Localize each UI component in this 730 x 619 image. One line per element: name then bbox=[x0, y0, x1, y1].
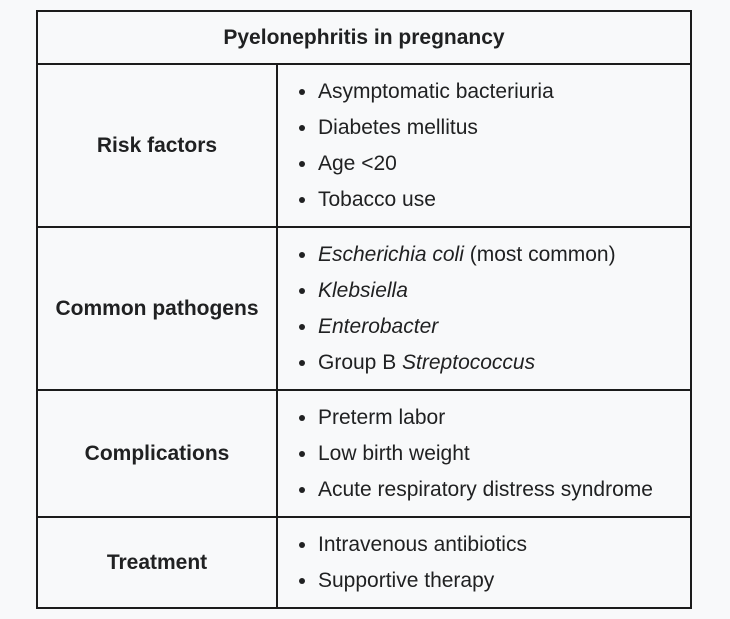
bullet-list: Asymptomatic bacteriuria Diabetes mellit… bbox=[278, 74, 690, 218]
table-row-complications: Complications Preterm labor Low birth we… bbox=[36, 389, 692, 518]
list-item: Escherichia coli (most common) bbox=[318, 237, 690, 273]
row-items-risk-factors: Asymptomatic bacteriuria Diabetes mellit… bbox=[276, 63, 692, 228]
list-item: Low birth weight bbox=[318, 436, 690, 472]
item-italic-text: Streptococcus bbox=[402, 350, 536, 374]
item-text: Acute respiratory distress syndrome bbox=[318, 477, 653, 501]
item-text: Tobacco use bbox=[318, 187, 436, 211]
table-header-row: Pyelonephritis in pregnancy bbox=[36, 10, 692, 65]
item-italic-text: Klebsiella bbox=[318, 278, 408, 302]
item-text: Age <20 bbox=[318, 151, 397, 175]
table-row-common-pathogens: Common pathogens Escherichia coli (most … bbox=[36, 226, 692, 391]
list-item: Diabetes mellitus bbox=[318, 110, 690, 146]
table-title: Pyelonephritis in pregnancy bbox=[36, 10, 692, 65]
item-italic-text: Enterobacter bbox=[318, 314, 439, 338]
item-italic-text: Escherichia coli bbox=[318, 242, 464, 266]
list-item: Group B Streptococcus bbox=[318, 345, 690, 381]
row-label-common-pathogens: Common pathogens bbox=[36, 226, 278, 391]
item-text: Low birth weight bbox=[318, 441, 470, 465]
row-label-complications: Complications bbox=[36, 389, 278, 518]
list-item: Intravenous antibiotics bbox=[318, 527, 690, 563]
list-item: Age <20 bbox=[318, 146, 690, 182]
item-text: Preterm labor bbox=[318, 405, 446, 429]
bullet-list: Intravenous antibiotics Supportive thera… bbox=[278, 527, 690, 599]
list-item: Enterobacter bbox=[318, 309, 690, 345]
item-text: Group B bbox=[318, 350, 403, 374]
item-text: Supportive therapy bbox=[318, 568, 495, 592]
item-text: (most common) bbox=[463, 242, 616, 266]
bullet-list: Preterm labor Low birth weight Acute res… bbox=[278, 400, 690, 508]
row-label-risk-factors: Risk factors bbox=[36, 63, 278, 228]
table-row-treatment: Treatment Intravenous antibiotics Suppor… bbox=[36, 516, 692, 609]
infobox-table: Pyelonephritis in pregnancy Risk factors… bbox=[36, 10, 692, 609]
list-item: Klebsiella bbox=[318, 273, 690, 309]
row-label-treatment: Treatment bbox=[36, 516, 278, 609]
item-text: Asymptomatic bacteriuria bbox=[318, 79, 554, 103]
row-items-treatment: Intravenous antibiotics Supportive thera… bbox=[276, 516, 692, 609]
item-text: Diabetes mellitus bbox=[318, 115, 478, 139]
list-item: Tobacco use bbox=[318, 182, 690, 218]
list-item: Preterm labor bbox=[318, 400, 690, 436]
table-row-risk-factors: Risk factors Asymptomatic bacteriuria Di… bbox=[36, 63, 692, 228]
list-item: Acute respiratory distress syndrome bbox=[318, 472, 690, 508]
bullet-list: Escherichia coli (most common) Klebsiell… bbox=[278, 237, 690, 381]
list-item: Supportive therapy bbox=[318, 563, 690, 599]
row-items-complications: Preterm labor Low birth weight Acute res… bbox=[276, 389, 692, 518]
list-item: Asymptomatic bacteriuria bbox=[318, 74, 690, 110]
row-items-common-pathogens: Escherichia coli (most common) Klebsiell… bbox=[276, 226, 692, 391]
item-text: Intravenous antibiotics bbox=[318, 532, 527, 556]
